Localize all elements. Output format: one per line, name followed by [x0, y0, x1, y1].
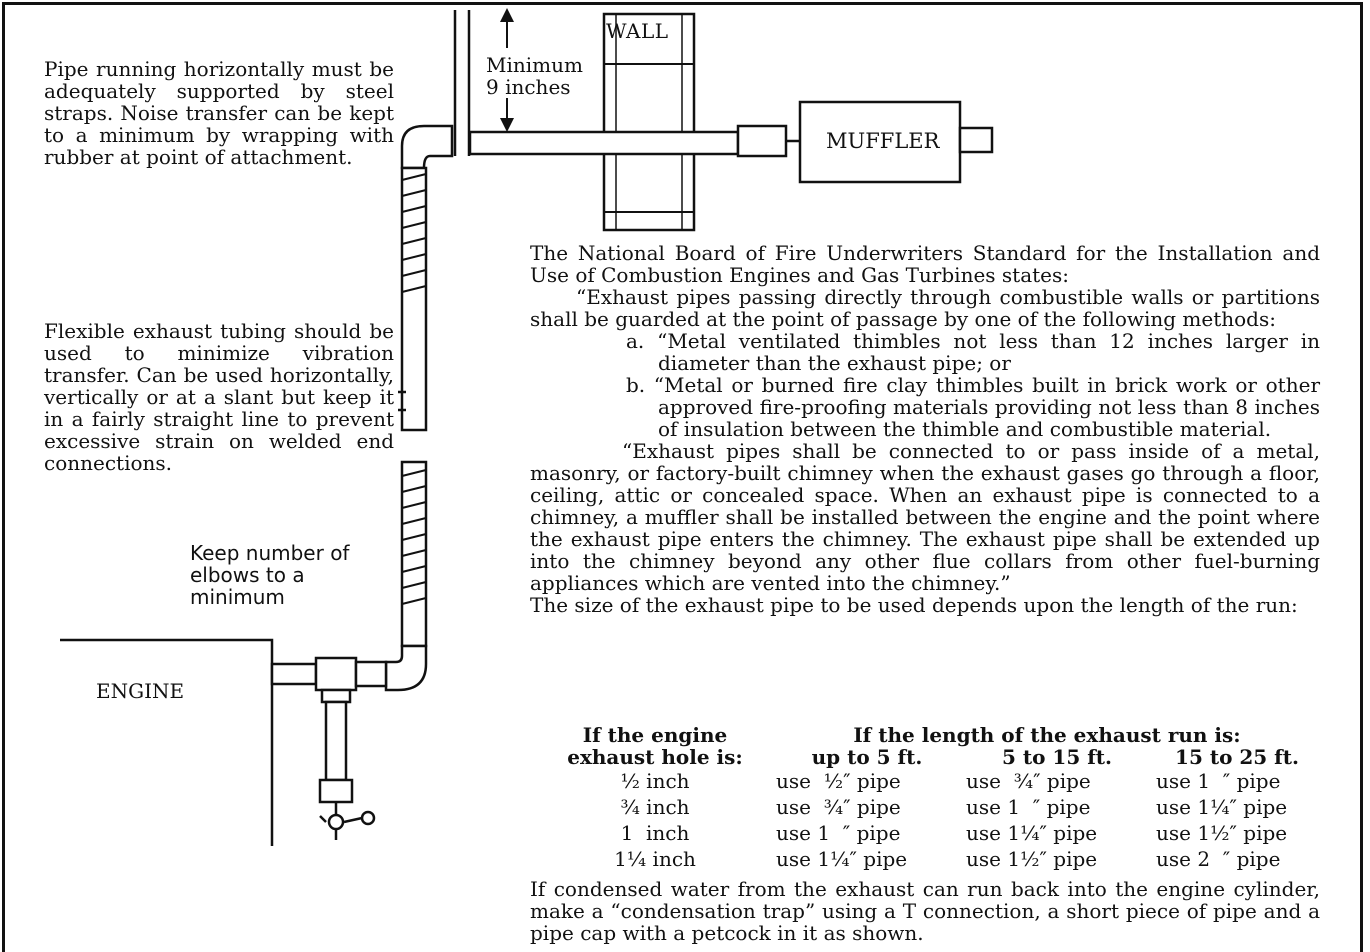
pipe-size: use 1 ″ pipe: [966, 795, 1091, 819]
size-intro: The size of the exhaust pipe to be used …: [530, 593, 1298, 617]
pipe-size: use 2 ″ pipe: [1156, 847, 1281, 871]
elbows-note: Keep number of elbows to a minimum: [190, 541, 350, 609]
muffler-coupling: [736, 124, 788, 158]
standard-quote-2: “Exhaust pipes shall be connected to or …: [530, 439, 1320, 595]
header-col-15-to-25: 15 to 25 ft.: [1175, 745, 1299, 769]
standard-quote-1: “Exhaust pipes passing directly through …: [530, 285, 1320, 331]
pipe-size-table: If the engine If the length of the exhau…: [538, 724, 1322, 872]
standard-item-b: b. “Metal or burned fire clay thimbles b…: [626, 373, 1320, 441]
muffler-label: MUFFLER: [826, 129, 940, 153]
standard-text: The National Board of Fire Underwriters …: [530, 242, 1320, 616]
table-row: ½ inch use ½″ pipe use ¾″ pipe use 1 ″ p…: [538, 768, 1322, 794]
hole-size: ½ inch: [620, 769, 690, 793]
table-header-row-2: exhaust hole is: up to 5 ft. 5 to 15 ft.…: [538, 746, 1322, 768]
muffler-outlet: [958, 126, 994, 154]
table-row: 1¼ inch use 1¼″ pipe use 1½″ pipe use 2 …: [538, 846, 1322, 872]
hole-size: ¾ inch: [620, 795, 690, 819]
pipe-size: use 1¼″ pipe: [776, 847, 908, 871]
t-connection: [314, 656, 358, 692]
header-run-length: If the length of the exhaust run is:: [853, 723, 1241, 747]
hole-size: 1 inch: [620, 821, 690, 845]
minimum-label-line2: 9 inches: [486, 75, 571, 99]
pipe-size: use ¾″ pipe: [776, 795, 901, 819]
condensation-trap-note: If condensed water from the exhaust can …: [530, 877, 1320, 945]
engine-label: ENGINE: [96, 679, 185, 703]
table-row: ¾ inch use ¾″ pipe use 1 ″ pipe use 1¼″ …: [538, 794, 1322, 820]
hole-size: 1¼ inch: [614, 847, 696, 871]
pipe-size: use 1½″ pipe: [966, 847, 1098, 871]
pipe-size: use 1½″ pipe: [1156, 821, 1288, 845]
table-header-row-1: If the engine If the length of the exhau…: [538, 724, 1322, 746]
horizontal-pipe-note: Pipe running horizontally must be adequa…: [44, 57, 394, 169]
header-hole-line2: exhaust hole is:: [567, 745, 743, 769]
standard-item-a: a. “Metal ventilated thimbles not less t…: [626, 329, 1320, 375]
header-col-5-to-15: 5 to 15 ft.: [1001, 745, 1113, 769]
header-col-up-to-5: up to 5 ft.: [811, 745, 923, 769]
top-elbow: [400, 124, 454, 170]
wall-label: WALL: [606, 19, 669, 43]
pipe-size: use 1¼″ pipe: [966, 821, 1098, 845]
pipe-size: use ½″ pipe: [776, 769, 901, 793]
table-row: 1 inch use 1 ″ pipe use 1¼″ pipe use 1½″…: [538, 820, 1322, 846]
pipe-cap: [318, 778, 354, 804]
petcock: [319, 802, 376, 840]
pipe-size: use ¾″ pipe: [966, 769, 1091, 793]
bottom-elbow: [384, 644, 428, 692]
condensation-trap-pipe: [324, 700, 348, 782]
flexible-tubing-note: Flexible exhaust tubing should be used t…: [44, 319, 394, 475]
header-hole-line1: If the engine: [582, 723, 728, 747]
horizontal-pipe: [468, 130, 740, 156]
standard-intro: The National Board of Fire Underwriters …: [530, 241, 1320, 287]
pipe-size: use 1 ″ pipe: [1156, 769, 1281, 793]
pipe-size: use 1 ″ pipe: [776, 821, 901, 845]
wall: [602, 12, 696, 232]
pipe-size: use 1¼″ pipe: [1156, 795, 1288, 819]
minimum-label-line1: Minimum: [486, 53, 583, 77]
engine: [60, 638, 274, 846]
